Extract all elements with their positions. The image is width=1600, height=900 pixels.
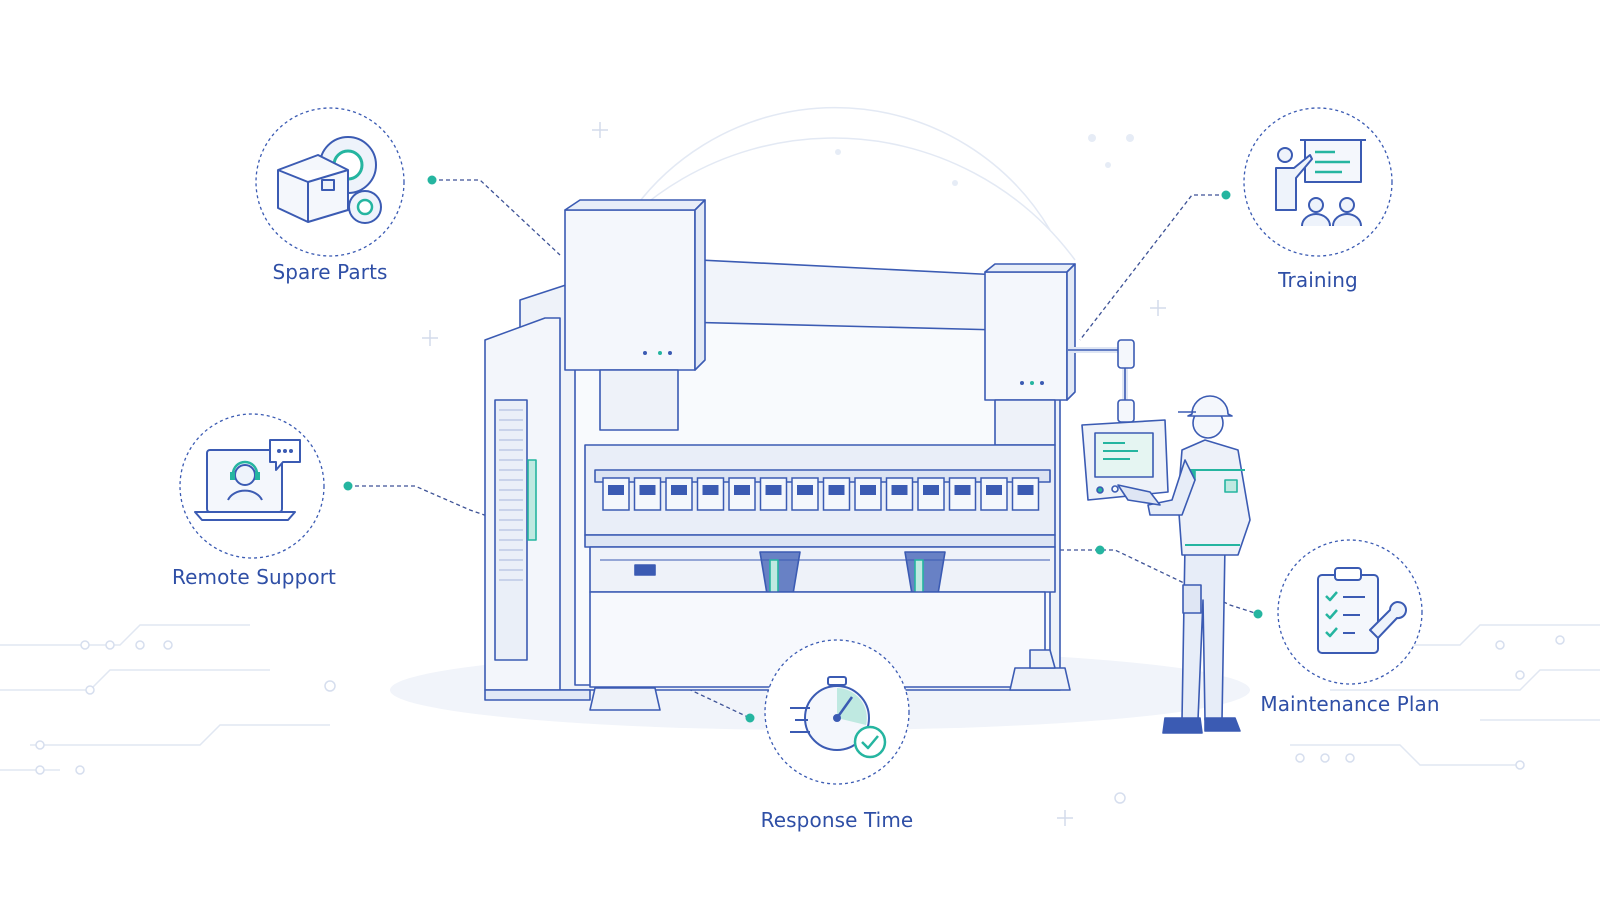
tool-clamp bbox=[1011, 477, 1040, 511]
stopwatch-check-icon bbox=[790, 676, 887, 759]
connector-spare-parts bbox=[432, 179, 561, 256]
laptop-headset-icon bbox=[194, 439, 301, 521]
tool-clamp bbox=[633, 477, 662, 511]
training-badge bbox=[1243, 107, 1393, 257]
press-brake-lower bbox=[484, 534, 1071, 711]
tool-clamp-slot bbox=[923, 485, 939, 495]
tool-clamp-slot bbox=[1017, 485, 1034, 495]
tool-clamp-slot bbox=[608, 485, 624, 495]
control-panel-icon bbox=[1068, 339, 1169, 501]
tool-clamps bbox=[602, 477, 1040, 511]
tool-clamp-slot bbox=[860, 485, 876, 495]
label-maintenance-plan: Maintenance Plan bbox=[1260, 692, 1440, 716]
spare-parts-badge bbox=[255, 107, 405, 257]
label-remote-support: Remote Support bbox=[172, 565, 336, 589]
background-circuit-nodes bbox=[35, 635, 1565, 804]
tool-clamp-slot bbox=[671, 485, 687, 495]
remote-support-badge bbox=[179, 413, 325, 559]
tool-clamp-slot bbox=[734, 485, 750, 495]
label-spare-parts: Spare Parts bbox=[272, 260, 388, 284]
connector-training bbox=[1079, 194, 1226, 341]
tool-clamp-slot bbox=[765, 485, 782, 495]
technician-with-tablet-icon bbox=[1117, 395, 1251, 734]
label-training: Training bbox=[1278, 268, 1358, 292]
tool-clamp-slot bbox=[954, 485, 971, 495]
tool-clamp-slot bbox=[986, 485, 1002, 495]
connector-maintenance-plan bbox=[1060, 549, 1259, 615]
label-response-time: Response Time bbox=[760, 808, 914, 832]
tool-clamp-slot bbox=[639, 485, 656, 495]
presenter-board-icon bbox=[1275, 139, 1366, 227]
tool-clamp-slot bbox=[702, 485, 719, 495]
response-time-badge bbox=[764, 639, 910, 785]
background-crosses bbox=[422, 122, 1166, 826]
clipboard-wrench-icon bbox=[1317, 567, 1407, 654]
tool-clamp-slot bbox=[828, 485, 845, 495]
maintenance-plan-badge bbox=[1277, 539, 1423, 685]
tool-clamp-slot bbox=[797, 485, 813, 495]
box-gears-icon bbox=[277, 136, 382, 224]
tool-clamp-slot bbox=[891, 485, 908, 495]
